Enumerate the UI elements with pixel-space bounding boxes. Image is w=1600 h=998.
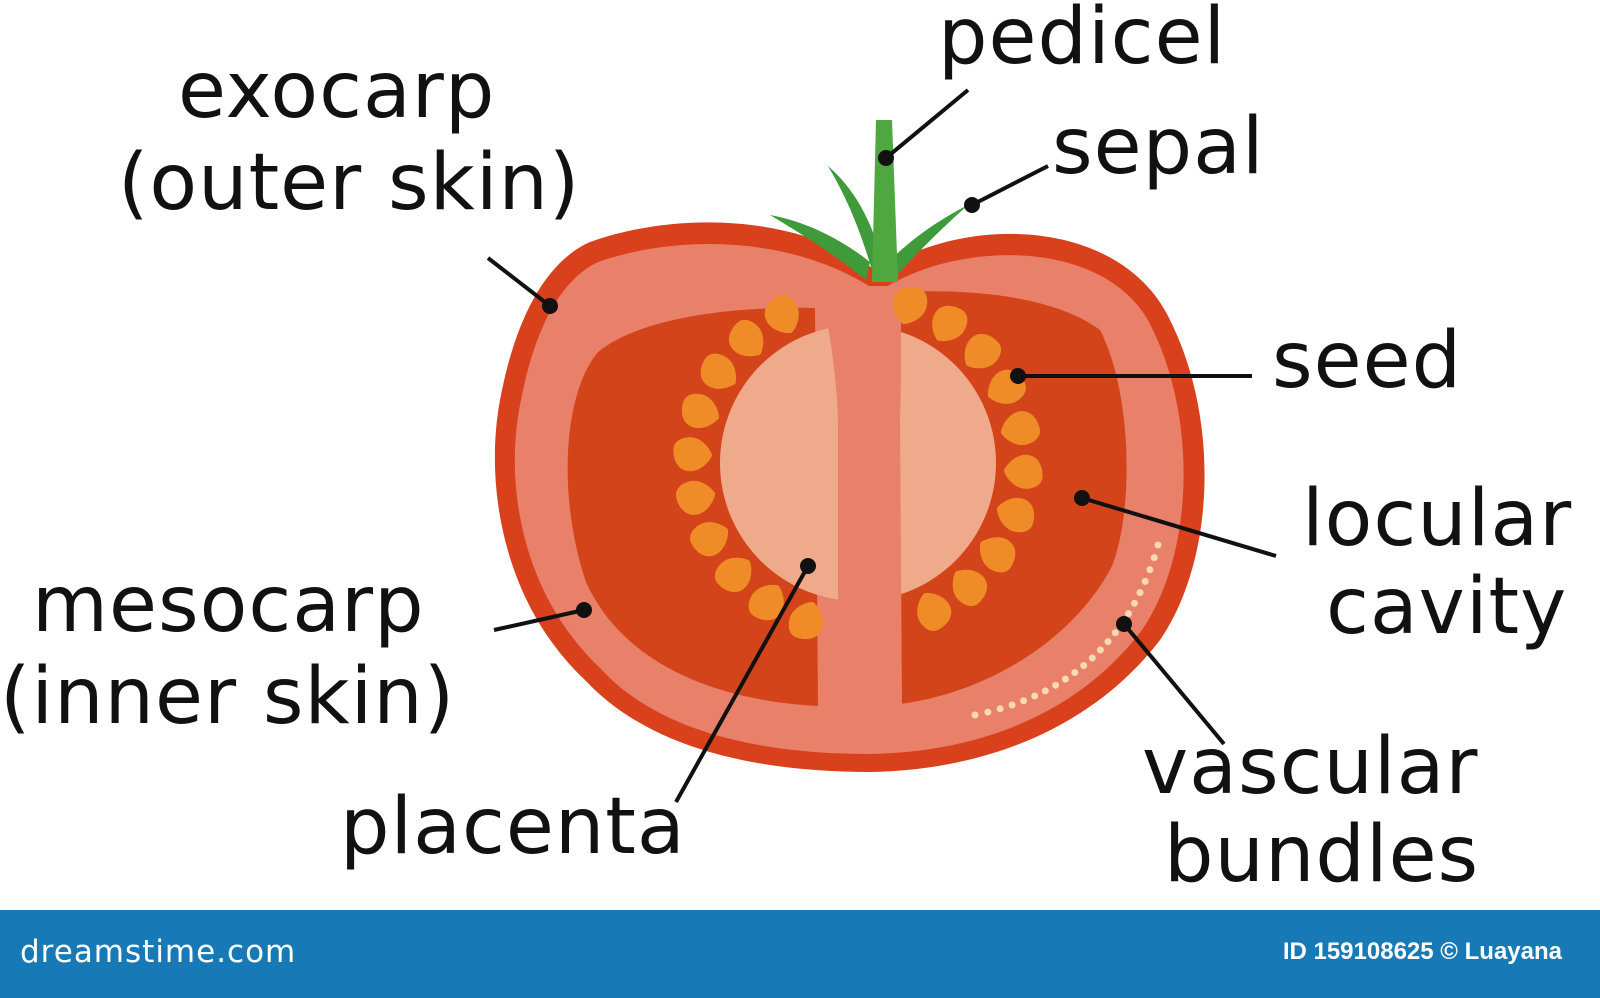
leader-locular	[1081, 496, 1277, 558]
vascular-dot-10	[1071, 669, 1079, 676]
sepal-left-2	[828, 166, 882, 270]
tomato-cross-section-diagram	[486, 88, 1277, 803]
vascular-dot-5	[1020, 697, 1028, 705]
seed-2	[932, 305, 968, 342]
seed-group	[673, 286, 1043, 640]
sepal-right	[882, 205, 968, 278]
seed-1	[892, 286, 928, 325]
leader-placenta	[674, 565, 810, 803]
seed-12	[748, 584, 784, 621]
sepal-left	[770, 215, 870, 280]
vascular-dot-1	[971, 711, 979, 719]
vascular-dot-21	[1146, 566, 1154, 574]
label-vascular-bundles: vascular bundles	[1142, 728, 1479, 894]
seed-15	[675, 480, 716, 515]
seed-18	[700, 353, 737, 389]
label-vascular-line1: vascular	[1142, 722, 1479, 812]
label-seed: seed	[1272, 316, 1463, 406]
vascular-dot-3	[996, 705, 1004, 713]
vascular-bundle-dots	[971, 541, 1162, 719]
seed-7	[996, 497, 1035, 533]
vascular-dot-12	[1088, 654, 1096, 662]
vascular-dot-19	[1136, 589, 1144, 597]
vascular-dot-4	[1008, 701, 1016, 709]
label-placenta: placenta	[340, 782, 686, 872]
vascular-dot-11	[1080, 662, 1088, 669]
vascular-dot-18	[1131, 599, 1138, 607]
brand-watermark: dreamstime.com	[20, 934, 297, 970]
label-exocarp-line1: exocarp	[178, 46, 496, 136]
leader-seed-dot	[1010, 368, 1026, 384]
vascular-dot-6	[1031, 692, 1039, 700]
label-mesocarp: mesocarp (inner skin)	[0, 566, 455, 736]
label-vascular-line2: bundles	[1164, 810, 1480, 900]
vascular-dot-15	[1111, 629, 1119, 637]
vascular-dot-20	[1141, 577, 1149, 585]
seed-3	[964, 333, 1002, 369]
vascular-dot-8	[1052, 681, 1060, 689]
seed-13	[714, 557, 752, 593]
seed-6	[1003, 454, 1043, 489]
label-locular-line2: cavity	[1326, 562, 1568, 652]
label-mesocarp-line2: (inner skin)	[0, 652, 456, 742]
label-locular-cavity: locular cavity	[1302, 480, 1572, 646]
seed-17	[681, 393, 720, 429]
vascular-dot-2	[984, 708, 992, 716]
seed-11	[788, 601, 824, 640]
vascular-dot-9	[1061, 675, 1069, 683]
seed-19	[728, 319, 764, 357]
vascular-dot-17	[1125, 610, 1132, 618]
leader-sepal-dot	[964, 197, 980, 213]
leader-exocarp-dot	[542, 298, 558, 314]
leader-pedicel	[884, 88, 970, 160]
leader-mesocarp	[493, 608, 585, 632]
label-exocarp: exocarp (outer skin)	[118, 52, 580, 222]
leader-pedicel-dot	[878, 150, 894, 166]
seed-9	[952, 569, 988, 607]
vascular-dot-22	[1150, 554, 1158, 562]
leader-mesocarp-dot	[576, 602, 592, 618]
label-locular-line1: locular	[1302, 474, 1573, 564]
label-mesocarp-line1: mesocarp	[32, 560, 425, 650]
leader-locular-dot	[1074, 490, 1090, 506]
pedicel-stem	[872, 120, 898, 282]
seed-16	[673, 437, 713, 472]
seed-20	[764, 295, 799, 334]
leader-vascular	[1122, 622, 1226, 746]
label-sepal: sepal	[1052, 102, 1265, 192]
leader-sepal	[971, 164, 1049, 207]
vascular-dot-13	[1096, 646, 1104, 654]
columella	[822, 286, 902, 710]
label-exocarp-line2: (outer skin)	[118, 138, 581, 228]
seed-5	[1000, 411, 1041, 446]
watermark-footer-bar: dreamstime.com ID 159108625 © Luayana	[0, 910, 1600, 998]
label-pedicel: pedicel	[938, 0, 1227, 82]
leader-vascular-dot	[1116, 616, 1132, 632]
vascular-dot-7	[1041, 687, 1049, 695]
seed-14	[690, 522, 729, 557]
vascular-dot-14	[1104, 638, 1112, 646]
vascular-dot-23	[1154, 541, 1162, 549]
seed-8	[979, 537, 1016, 573]
seed-10	[917, 592, 952, 631]
leader-exocarp	[486, 256, 552, 308]
leader-placenta-dot	[800, 558, 816, 574]
image-credit: ID 159108625 © Luayana	[1282, 938, 1562, 965]
